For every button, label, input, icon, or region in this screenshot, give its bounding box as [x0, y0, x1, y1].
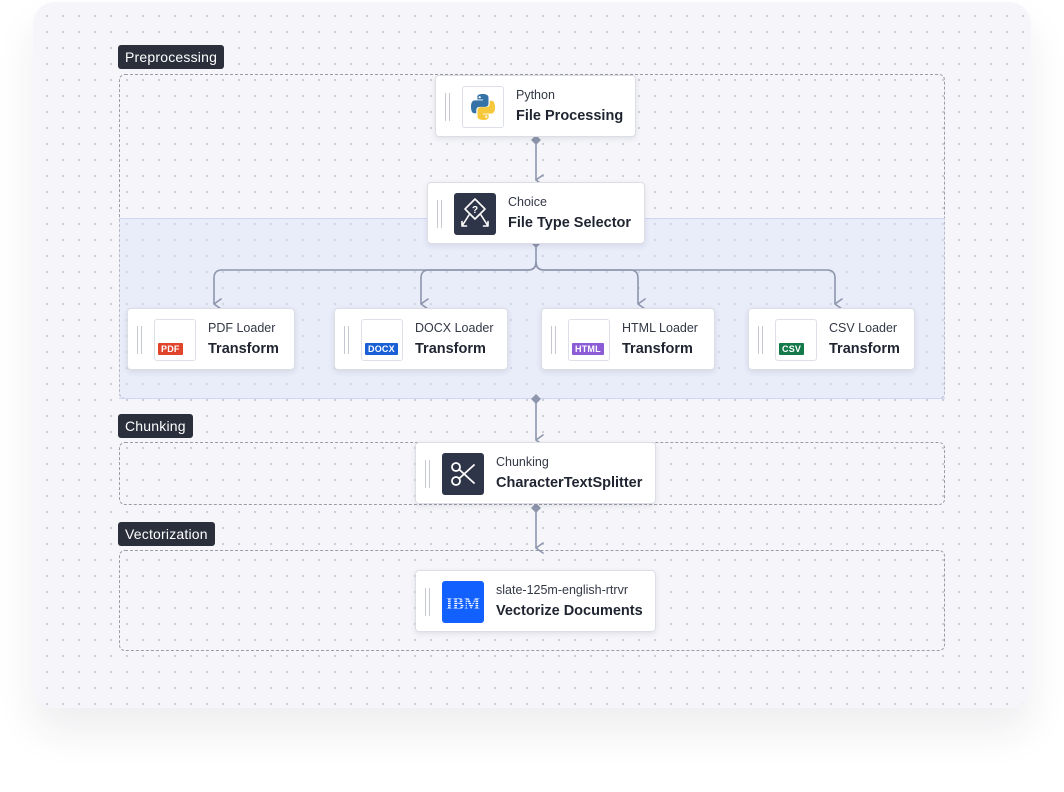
node-subtitle: slate-125m-english-rtrvr [496, 583, 628, 597]
choice-icon: ? [454, 193, 496, 235]
pdf-file-icon: PDF [154, 319, 196, 361]
preprocessing-group-label: Preprocessing [118, 45, 225, 69]
node-title: Transform [415, 341, 486, 357]
node-title: Transform [208, 341, 279, 357]
node-vectorize-documents[interactable]: IBM slate-125m-english-rtrvr Vectorize D… [415, 570, 656, 632]
node-title: Transform [829, 341, 900, 357]
node-title: Transform [622, 341, 693, 357]
node-subtitle: DOCX Loader [415, 321, 494, 335]
node-csv-loader[interactable]: CSV CSV Loader Transform [748, 308, 915, 370]
drag-handle-icon[interactable] [758, 326, 763, 354]
node-subtitle: Python [516, 88, 555, 102]
node-file-type-selector[interactable]: ? Choice File Type Selector [427, 182, 645, 244]
file-type-badge: CSV [779, 343, 805, 355]
node-title: File Type Selector [508, 215, 632, 231]
node-subtitle: Chunking [496, 455, 549, 469]
ibm-logo-icon: IBM [442, 581, 484, 623]
csv-file-icon: CSV [775, 319, 817, 361]
node-title: File Processing [516, 108, 624, 124]
drag-handle-icon[interactable] [137, 326, 142, 354]
node-docx-loader[interactable]: DOCX DOCX Loader Transform [334, 308, 508, 370]
python-icon [462, 86, 504, 128]
html-file-icon: HTML [568, 319, 610, 361]
chunking-group-label: Chunking [118, 414, 193, 438]
node-title: Vectorize Documents [496, 603, 643, 619]
node-file-processing[interactable]: Python File Processing [435, 75, 636, 137]
drag-handle-icon[interactable] [437, 200, 442, 228]
file-type-badge: PDF [158, 343, 183, 355]
node-pdf-loader[interactable]: PDF PDF Loader Transform [127, 308, 295, 370]
node-subtitle: HTML Loader [622, 321, 698, 335]
node-subtitle: CSV Loader [829, 321, 898, 335]
file-type-badge: HTML [572, 343, 604, 355]
node-title: CharacterTextSplitter [496, 475, 643, 491]
drag-handle-icon[interactable] [445, 93, 450, 121]
drag-handle-icon[interactable] [425, 460, 430, 488]
node-character-text-splitter[interactable]: Chunking CharacterTextSplitter [415, 442, 656, 504]
vectorization-group [119, 550, 945, 651]
file-type-badge: DOCX [365, 343, 398, 355]
svg-text:IBM: IBM [446, 594, 480, 613]
drag-handle-icon[interactable] [551, 326, 556, 354]
vectorization-group-label: Vectorization [118, 522, 215, 546]
node-subtitle: Choice [508, 195, 547, 209]
docx-file-icon: DOCX [361, 319, 403, 361]
drag-handle-icon[interactable] [344, 326, 349, 354]
svg-text:?: ? [472, 205, 478, 216]
scissors-icon [442, 453, 484, 495]
node-html-loader[interactable]: HTML HTML Loader Transform [541, 308, 715, 370]
drag-handle-icon[interactable] [425, 588, 430, 616]
node-subtitle: PDF Loader [208, 321, 276, 335]
